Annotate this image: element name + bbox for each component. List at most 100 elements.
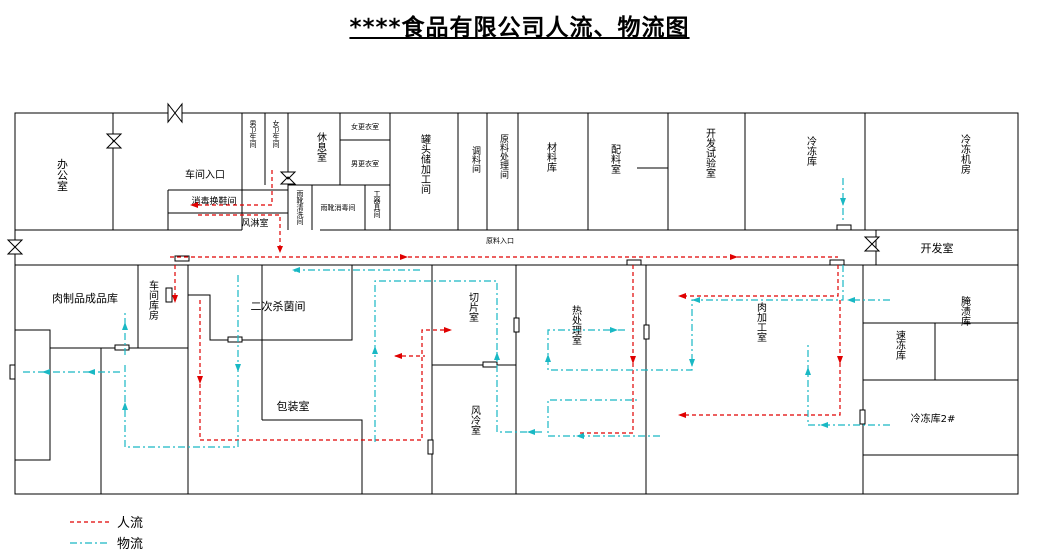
marr-17 (87, 369, 95, 375)
door-heat-left (513, 317, 520, 333)
door-aircool (482, 361, 498, 368)
label-material-store: 材料库 (545, 141, 557, 173)
wall-second-steril (188, 265, 263, 341)
door-top-entry (167, 102, 183, 124)
door-meat (829, 259, 845, 266)
mflow-meat (547, 265, 844, 371)
material-flow (22, 178, 890, 448)
room-labels: 办公室 车间入口 男卫生间 女卫生间 休息室 女更衣室 男更衣室 雨靴清洗间 雨… (52, 119, 971, 435)
wall-packing-bottom (262, 419, 363, 494)
marr-2 (692, 297, 700, 303)
marr-18 (42, 369, 50, 375)
door-freezer2 (859, 409, 866, 425)
label-quick-freeze: 速冻库 (894, 330, 906, 361)
label-second-steril: 二次杀菌间 (251, 299, 306, 313)
door-dev (863, 236, 881, 252)
legend: 人流 物流 (70, 516, 143, 552)
room-small-left (14, 329, 51, 461)
label-workshop-entry: 车间入口 (185, 168, 225, 181)
pflow-meat-bottom (680, 300, 841, 416)
parr-2 (277, 246, 283, 253)
label-packing: 包装室 (277, 399, 310, 413)
legend-material-label: 物流 (117, 537, 143, 552)
label-meat-process: 肉加工室 (755, 301, 767, 342)
door-wc (279, 171, 297, 185)
marr-3 (847, 297, 855, 303)
page-title: ****食品有限公司人流、物流图 (349, 15, 690, 41)
label-air-shower: 风淋室 (241, 217, 268, 229)
label-mens-wc: 男卫生间 (249, 120, 257, 149)
label-raw-process: 原料处理间 (498, 134, 509, 180)
label-air-cool: 风冷室 (469, 405, 481, 435)
label-lab: 开发试验室 (704, 128, 716, 178)
label-mens-locker: 男更衣室 (351, 159, 379, 168)
label-tool: 工器具间 (373, 190, 381, 219)
parr-9 (630, 356, 636, 364)
marr-7 (545, 354, 551, 362)
door-left (6, 239, 24, 255)
wall-second-steril-right (262, 265, 353, 341)
label-workshop-store: 车间库房 (147, 279, 159, 321)
label-boot-wash: 雨靴清洗间 (296, 190, 304, 226)
marr-10 (527, 429, 535, 435)
mflow-slice (374, 280, 498, 444)
label-slicing: 切片室 (467, 292, 479, 322)
label-freezer: 冷冻库 (805, 135, 817, 167)
pflow-airshower (198, 214, 281, 250)
pflow-heat (580, 265, 634, 434)
door-corridor (174, 255, 190, 262)
title-wrap: ****食品有限公司人流、物流图 (0, 8, 1039, 42)
mflow-packing (124, 275, 239, 448)
door-aircool-left (427, 439, 434, 455)
marr-14 (235, 364, 241, 372)
label-raw-entry: 原料入口 (486, 236, 514, 245)
door-office (105, 133, 123, 149)
parr-11 (678, 412, 686, 418)
parr-6 (197, 376, 203, 384)
mflow-heat-bottom (547, 399, 660, 437)
label-sanitize: 消毒换鞋间 (191, 195, 236, 207)
label-lounge: 休息室 (315, 132, 327, 162)
label-womens-locker: 女更衣室 (351, 122, 379, 131)
door-freezer (836, 224, 852, 231)
parr-4 (730, 254, 738, 260)
legend-people-label: 人流 (117, 516, 143, 531)
marr-16 (122, 322, 128, 330)
label-can-head: 罐头储加工间 (419, 133, 431, 195)
label-office: 办公室 (56, 158, 69, 191)
marr-15 (122, 402, 128, 410)
marr-4 (820, 422, 828, 428)
label-dev: 开发室 (921, 241, 954, 255)
label-curing: 腌渍库 (959, 295, 971, 327)
marr-13 (292, 267, 300, 273)
parr-3 (400, 254, 408, 260)
marr-12 (372, 346, 378, 354)
marr-8 (610, 327, 618, 333)
parr-10 (678, 293, 686, 299)
parr-5 (172, 295, 178, 303)
label-freezer2: 冷冻库2# (911, 412, 956, 425)
pflow-entry (198, 170, 273, 206)
parr-1 (190, 202, 198, 208)
mflow-freezer2 (807, 345, 890, 426)
label-freezer-machine: 冷冻机房 (959, 133, 971, 175)
label-product-store: 肉制品成品库 (52, 292, 118, 305)
door-store (165, 287, 173, 303)
label-womens-wc: 女卫生间 (272, 119, 280, 149)
mflow-steril (294, 269, 420, 275)
mflow-aircool (496, 352, 542, 433)
label-mixing: 配料室 (609, 144, 621, 174)
door-heat-right (643, 324, 650, 340)
label-boot-disinfect: 雨靴消毒间 (321, 203, 356, 212)
door-leftroom (9, 364, 16, 380)
people-flow (170, 170, 843, 441)
marr-11 (494, 352, 500, 360)
marr-6 (689, 359, 695, 367)
door-product (114, 344, 130, 351)
marr-1 (840, 198, 846, 206)
label-heat: 热处理室 (570, 304, 582, 345)
pflow-packing (199, 300, 450, 441)
parr-12 (837, 356, 843, 364)
parr-7 (444, 327, 452, 333)
